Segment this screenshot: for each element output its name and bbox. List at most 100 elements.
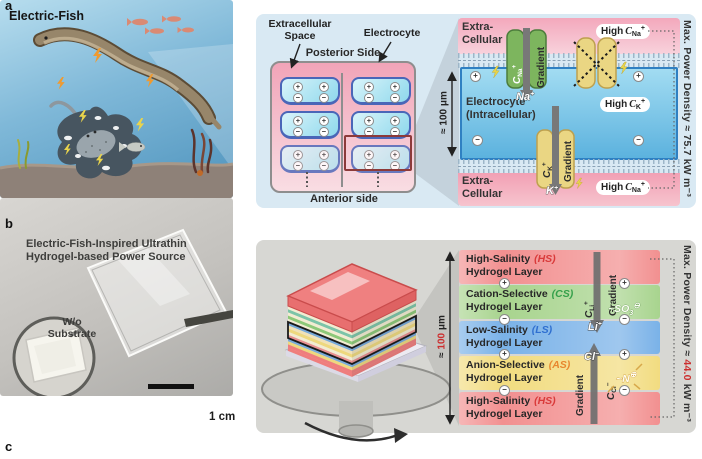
charge-symbol: − bbox=[472, 135, 483, 146]
photo-title: Electric-Fish-Inspired Ultrathin Hydroge… bbox=[26, 238, 187, 264]
max-power-prefix: Max. Power Density ≈ bbox=[681, 245, 693, 360]
layer-band-cs-1: Cation-Selective (CS)Hydrogel Layer bbox=[459, 285, 660, 319]
callout-electrocyte: Electrocyte bbox=[363, 27, 421, 39]
posterior-side-label: Posterior Side bbox=[305, 47, 381, 59]
charge-symbol: − bbox=[319, 92, 329, 103]
charge-symbol: + bbox=[390, 150, 400, 160]
layer-name: Cation-Selective (CS) bbox=[466, 288, 574, 301]
charge-symbol: + bbox=[319, 82, 329, 92]
thickness-label-a: ≈ 100 μm bbox=[439, 68, 450, 158]
badge-symbol: C bbox=[629, 99, 636, 110]
electrocyte-grid: ++−−++−−++−−++−−++−−++−− bbox=[270, 61, 416, 193]
photo-title-line: Hydrogel-based Power Source bbox=[26, 251, 186, 263]
layer-name: Anion-Selective (AS) bbox=[466, 359, 571, 372]
small-plant bbox=[17, 139, 30, 169]
charge-symbol: + bbox=[319, 116, 329, 126]
charge-symbol: − bbox=[619, 384, 630, 396]
label-line: Extra- bbox=[462, 21, 494, 33]
scene-illustration bbox=[0, 15, 233, 198]
charge-symbol: − bbox=[390, 92, 400, 103]
gray-fish bbox=[119, 142, 146, 152]
figure-label-b: b bbox=[5, 216, 13, 231]
light-cone bbox=[148, 44, 233, 170]
electrocyte-cell: ++−− bbox=[280, 145, 340, 173]
electric-eel bbox=[33, 27, 222, 130]
charge-symbol: + bbox=[499, 349, 510, 361]
layer-name-line2: Hydrogel Layer bbox=[466, 336, 543, 349]
badge-sup: + bbox=[640, 25, 645, 32]
badge-sup: + bbox=[640, 181, 645, 188]
charge-symbol: + bbox=[364, 116, 374, 126]
badge-sub: Na bbox=[631, 187, 641, 194]
anterior-side-label: Anterior side bbox=[310, 193, 378, 205]
charge-symbol: − bbox=[499, 313, 510, 325]
charge-symbol: + bbox=[364, 82, 374, 92]
badge-symbol: C bbox=[625, 182, 632, 193]
max-power-value: 44.0 bbox=[681, 359, 693, 381]
charge-symbol: − bbox=[633, 135, 644, 146]
ray-eye bbox=[86, 134, 90, 138]
figure-label-c: c bbox=[5, 439, 13, 454]
thickness-value: 100 bbox=[436, 332, 448, 350]
thickness-label-b: ≈ 100 μm bbox=[437, 292, 448, 382]
charge-symbol: + bbox=[293, 150, 303, 160]
scale-bar-label: 1 cm bbox=[209, 411, 236, 423]
charge-symbol: + bbox=[390, 116, 400, 126]
max-power-density-b: Max. Power Density ≈ 44.0 kW m⁻³ bbox=[681, 245, 693, 422]
inset-label: W/o Substrate bbox=[40, 316, 104, 340]
thickness-unit: μm bbox=[438, 91, 450, 109]
charge-symbol: + bbox=[293, 116, 303, 126]
layer-name-line2: Hydrogel Layer bbox=[466, 372, 543, 385]
charge-symbol: + bbox=[390, 82, 400, 92]
lightning-bolts-orange bbox=[57, 48, 155, 90]
charge-symbol: + bbox=[633, 71, 644, 82]
charge-symbol: − bbox=[364, 92, 374, 103]
tweezers bbox=[184, 310, 233, 327]
extracellular-bottom-label: Extra- Cellular bbox=[462, 175, 502, 200]
layer-band-as-3: Anion-Selective (AS)Hydrogel Layer bbox=[459, 356, 660, 390]
charge-symbol: + bbox=[364, 150, 374, 160]
badge-symbol: C bbox=[625, 26, 632, 37]
charge-symbol: + bbox=[619, 278, 630, 290]
power-source-photo bbox=[0, 198, 233, 396]
inset-label-line: Substrate bbox=[47, 328, 97, 340]
layer-name: High-Salinity (HS) bbox=[466, 394, 556, 407]
max-power-density-a: Max. Power Density ≈ 75.7 kW m⁻³ bbox=[681, 20, 693, 198]
inset-label-line: W/o bbox=[62, 316, 82, 328]
max-power-suffix: kW m⁻³ bbox=[681, 380, 693, 423]
layer-name: High-Salinity (HS) bbox=[466, 253, 556, 265]
extracellular-top-label: Extra- Cellular bbox=[462, 21, 502, 46]
charge-symbol: − bbox=[293, 92, 303, 103]
label-line: Electrocyte bbox=[466, 96, 526, 108]
electric-fish-scene: Electric-Fish bbox=[0, 0, 233, 198]
eel-eye bbox=[44, 36, 48, 40]
cell-membrane-bottom bbox=[458, 159, 680, 174]
charge-symbol: + bbox=[293, 82, 303, 92]
charge-symbol: − bbox=[319, 126, 329, 137]
scale-bar bbox=[148, 384, 194, 389]
charge-symbol: − bbox=[293, 160, 303, 171]
zoom-highlight-box bbox=[344, 135, 412, 171]
continuation-dots bbox=[377, 172, 379, 187]
lightning-bolts-yellow bbox=[64, 110, 145, 166]
photo-title-line: Electric-Fish-Inspired Ultrathin bbox=[26, 238, 187, 250]
electrocyte-cell: ++−− bbox=[280, 111, 340, 139]
seaweed bbox=[190, 128, 213, 176]
film-highlight bbox=[118, 248, 190, 306]
layer-name-line2: Hydrogel Layer bbox=[466, 407, 543, 420]
callout-line: Space bbox=[284, 30, 316, 42]
electric-ray bbox=[49, 100, 142, 179]
continuation-dots bbox=[306, 172, 308, 187]
charge-symbol: + bbox=[619, 349, 630, 361]
thickness-prefix: ≈ bbox=[438, 125, 450, 134]
layer-name: Low-Salinity (LS) bbox=[466, 323, 553, 336]
layer-name-line2: Hydrogel Layer bbox=[466, 301, 543, 314]
charge-symbol: − bbox=[319, 160, 329, 171]
electrocyte-cell: ++−− bbox=[351, 77, 411, 105]
photo-illustration bbox=[12, 228, 233, 396]
thickness-value: 100 bbox=[438, 108, 450, 126]
